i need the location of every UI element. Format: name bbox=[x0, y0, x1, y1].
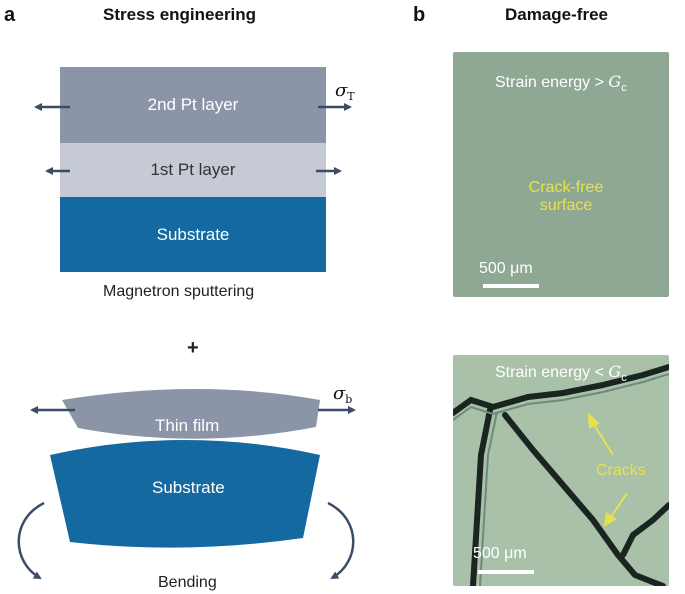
sigma-t-label: σT bbox=[335, 80, 355, 103]
second-pt-layer: 2nd Pt layer bbox=[60, 67, 326, 143]
substrate-label: Substrate bbox=[156, 224, 230, 244]
crack-free-annotation: Crack-free surface bbox=[521, 179, 611, 215]
bending-right-arrow bbox=[327, 501, 355, 580]
sigma-b-label: σb bbox=[333, 383, 352, 406]
bottom-scale-bar bbox=[478, 570, 534, 574]
top-scale-label: 500 μm bbox=[479, 260, 533, 277]
bottom-strain-prefix: Strain energy < bbox=[495, 364, 609, 381]
first-pt-layer: 1st Pt layer bbox=[60, 143, 326, 197]
panel-b-letter: b bbox=[413, 4, 426, 26]
bending-caption: Bending bbox=[158, 574, 217, 591]
thin-film-shape bbox=[62, 389, 320, 439]
crack-upper bbox=[453, 364, 669, 416]
first-pt-layer-label: 1st Pt layer bbox=[150, 160, 236, 179]
bottom-strain-symbol: G bbox=[608, 362, 622, 381]
crack-free-line2: surface bbox=[539, 197, 593, 214]
top-strain-label: Strain energy > Gc bbox=[495, 72, 627, 94]
bottom-strain-sub: c bbox=[621, 372, 627, 384]
bottom-scale-label: 500 μm bbox=[473, 545, 527, 562]
plus-sign: + bbox=[187, 337, 199, 359]
sigma-b-sub: b bbox=[345, 393, 353, 406]
crack-free-micrograph: Strain energy > Gc Crack-free surface 50… bbox=[453, 52, 669, 297]
crack-right bbox=[620, 502, 669, 558]
top-strain-prefix: Strain energy > bbox=[495, 74, 609, 91]
top-scale-bar bbox=[483, 284, 539, 288]
panel-b-title: Damage-free bbox=[505, 5, 608, 24]
magnetron-caption: Magnetron sputtering bbox=[103, 283, 255, 300]
sigma-t-symbol: σ bbox=[335, 80, 348, 101]
crack-annotation-arrow-up bbox=[592, 422, 614, 456]
crack-left bbox=[470, 407, 493, 586]
bottom-strain-label: Strain energy < Gc bbox=[495, 362, 627, 384]
cracks-annotation: Cracks bbox=[596, 462, 646, 479]
crack-annotation-arrow-down bbox=[610, 492, 628, 518]
bent-substrate-shape bbox=[50, 440, 320, 548]
thin-film-label: Thin film bbox=[155, 416, 220, 435]
crack-lines bbox=[453, 364, 669, 586]
crack-diagonal bbox=[502, 412, 666, 586]
bent-substrate-label: Substrate bbox=[152, 478, 225, 497]
panel-a-letter: a bbox=[4, 4, 16, 26]
cracked-micrograph: Strain energy < Gc Cracks 500 μm bbox=[453, 355, 669, 586]
sigma-b-symbol: σ bbox=[333, 383, 346, 404]
top-strain-symbol: G bbox=[608, 72, 622, 91]
panel-a-title: Stress engineering bbox=[103, 5, 257, 24]
bending-left-arrow bbox=[17, 501, 45, 580]
crack-free-line1: Crack-free bbox=[528, 179, 604, 196]
substrate-block: Substrate bbox=[60, 197, 326, 272]
second-pt-layer-label: 2nd Pt layer bbox=[147, 95, 239, 114]
sigma-t-sub: T bbox=[347, 90, 355, 103]
top-strain-sub: c bbox=[621, 82, 627, 94]
